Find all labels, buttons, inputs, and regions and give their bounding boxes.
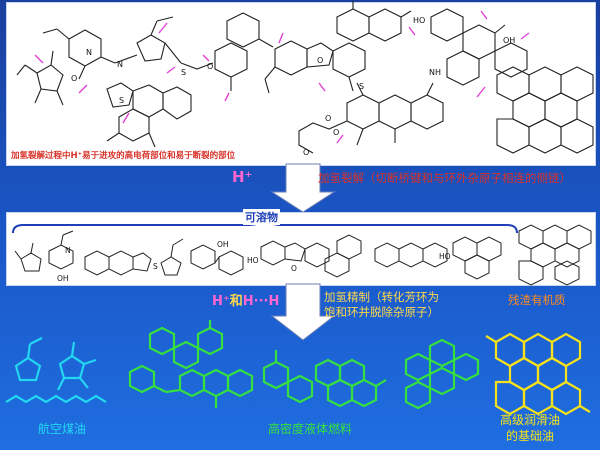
soluble-panel: 可溶物 xyxy=(6,209,596,286)
lubricant-label-line2: 的基础油 xyxy=(506,429,555,443)
hplus-label: H⁺ xyxy=(212,294,230,309)
hh-label: H···H xyxy=(242,294,280,309)
atom-label: N xyxy=(86,48,92,57)
atom-label: O xyxy=(325,114,331,123)
atom-label: S xyxy=(119,96,124,105)
high-density-fuel-label: 高密度液体燃料 xyxy=(268,422,353,436)
refining-label-line2: 饱和环并脱除杂原子） xyxy=(324,305,439,319)
atom-label: O xyxy=(317,56,323,65)
refining-label: 加氢精制（转化芳环为 饱和环并脱除杂原子） xyxy=(324,290,439,320)
soluble-title: 可溶物 xyxy=(243,209,280,225)
and-label: 和 xyxy=(229,294,243,309)
atom-label: S xyxy=(153,262,158,271)
atom-label: S xyxy=(181,68,186,77)
lubricant-label-line1: 高级润滑油 xyxy=(500,413,561,427)
refining-arrow xyxy=(270,283,336,341)
atom-label: O xyxy=(207,62,213,71)
atom-label: OH xyxy=(57,274,69,283)
jet-fuel-label: 航空煤油 xyxy=(38,422,87,436)
atom-label: OH xyxy=(503,36,515,45)
atom-label: HO xyxy=(439,252,451,261)
residue-label: 残渣有机质 xyxy=(508,293,566,307)
atom-label: S xyxy=(359,82,364,91)
cracking-arrow xyxy=(270,163,336,213)
refining-label-line1: 加氢精制（转化芳环为 xyxy=(324,290,439,304)
attack-sites-label: 加氢裂解过程中H⁺易于进攻的高电荷部位和易于断裂的部位 xyxy=(11,151,236,161)
soluble-molecules: N OH S OH O HO HO xyxy=(14,224,592,286)
atom-label: OH xyxy=(217,240,229,249)
coal-structure-drawing: N S S O O N O O S HO NH OH O O xyxy=(16,1,594,157)
atom-label: N xyxy=(117,60,123,69)
product-structures xyxy=(5,320,591,416)
lubricant-label: 高级润滑油 的基础油 xyxy=(500,412,560,444)
atom-label: O xyxy=(71,74,77,83)
atom-label: HO xyxy=(247,256,259,265)
atom-label: N xyxy=(65,246,71,255)
atom-label: NH xyxy=(429,68,441,77)
atom-label: HO xyxy=(413,16,425,25)
hplus-top-label: H⁺ xyxy=(232,168,253,186)
atom-label: O xyxy=(291,264,297,273)
hplus-and-hh-label: H⁺和H···H xyxy=(212,290,279,309)
atom-label: O xyxy=(333,128,339,137)
coal-structure-panel: N S S O O N O O S HO NH OH O O 加氢裂解过程中H⁺… xyxy=(6,1,596,166)
hydrocracking-label: 加氢裂解（切断桥键和与环外杂原子相连的侧链） xyxy=(318,171,571,185)
atom-label: O xyxy=(303,148,309,157)
